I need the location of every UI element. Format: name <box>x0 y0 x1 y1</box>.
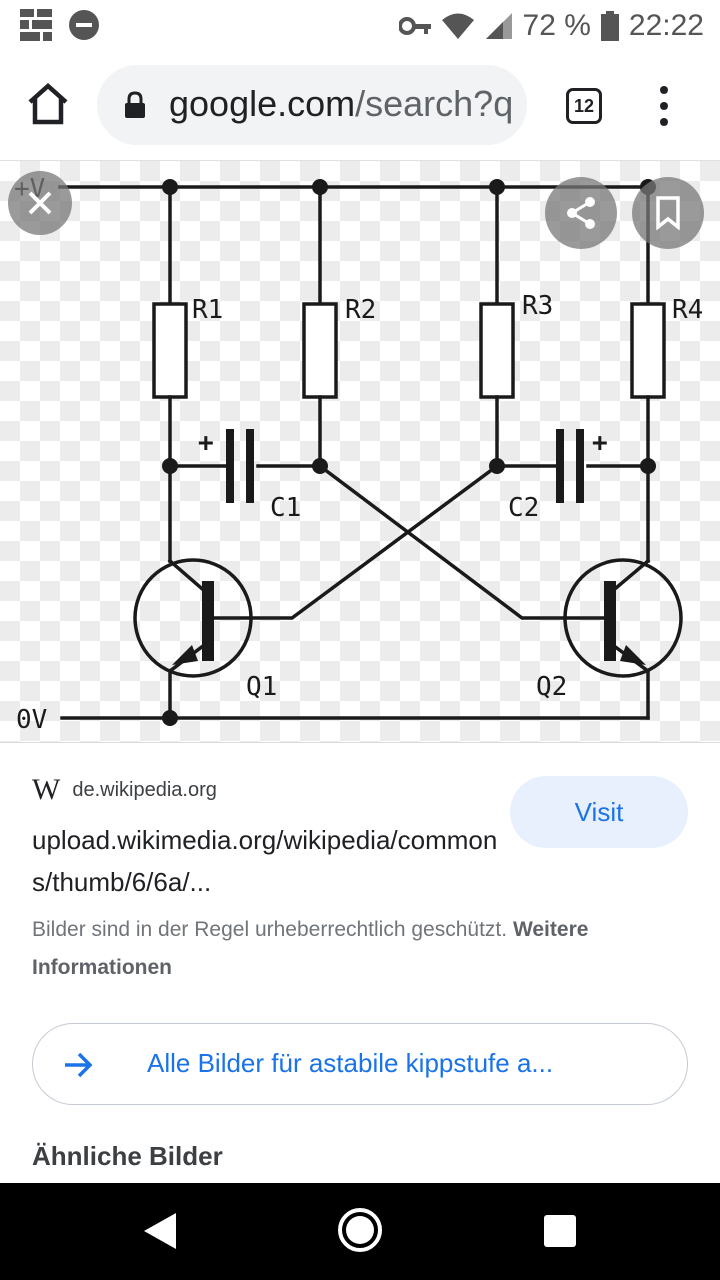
more-vert-icon[interactable] <box>648 84 680 128</box>
home-icon[interactable] <box>24 80 72 128</box>
navigation-bar <box>0 1183 720 1280</box>
save-button[interactable] <box>632 177 704 249</box>
label-c1-plus: + <box>198 428 214 458</box>
lock-icon <box>125 91 145 118</box>
label-c2-plus: + <box>592 428 608 458</box>
source-row: W de.wikipedia.org <box>32 773 217 807</box>
label-q2: Q2 <box>536 672 567 702</box>
label-ground: 0V <box>16 705 47 735</box>
browser-toolbar: google.com/search?q 12 <box>0 52 720 160</box>
wifi-icon <box>441 13 474 39</box>
label-r1: R1 <box>192 295 223 325</box>
recent-apps-icon[interactable] <box>544 1215 576 1247</box>
share-icon <box>567 197 595 229</box>
clock: 22:22 <box>628 9 704 42</box>
bookmark-icon <box>656 196 680 230</box>
close-button[interactable] <box>8 171 72 235</box>
source-domain[interactable]: de.wikipedia.org <box>72 778 217 801</box>
do-not-disturb-icon <box>69 10 99 40</box>
share-button[interactable] <box>545 177 617 249</box>
wikipedia-logo-icon: W <box>32 773 60 806</box>
url-domain: google.com <box>169 83 356 124</box>
gallery-icon <box>20 9 52 41</box>
key-icon <box>398 17 431 35</box>
close-icon <box>28 191 52 215</box>
url-bar[interactable]: google.com/search?q <box>97 65 527 145</box>
circuit-diagram: +V 0V R1 R2 R3 R4 C1 C2 Q1 Q2 + + <box>14 174 703 735</box>
image-info-panel: W de.wikipedia.org Visit upload.wikimedi… <box>0 743 720 1183</box>
arrow-right-icon <box>65 1052 93 1078</box>
copyright-text: Bilder sind in der Regel urheberrechtlic… <box>32 918 508 941</box>
visit-button[interactable]: Visit <box>510 776 688 848</box>
tab-switcher-button[interactable]: 12 <box>566 88 602 124</box>
label-c2: C2 <box>508 493 539 523</box>
all-images-button[interactable]: Alle Bilder für astabile kippstufe a... <box>32 1023 688 1105</box>
battery-icon <box>600 11 619 41</box>
label-r3: R3 <box>522 291 553 321</box>
url-path: /search?q <box>355 83 514 124</box>
status-bar: 72 % 22:22 <box>0 0 720 52</box>
label-q1: Q1 <box>246 672 277 702</box>
back-icon[interactable] <box>142 1211 178 1251</box>
home-circle-icon[interactable] <box>337 1207 383 1253</box>
label-c1: C1 <box>270 493 301 523</box>
copyright-notice: Bilder sind in der Regel urheberrechtlic… <box>32 911 682 987</box>
label-r2: R2 <box>345 295 376 325</box>
label-r4: R4 <box>672 295 703 325</box>
all-images-label: Alle Bilder für astabile kippstufe a... <box>147 1048 554 1078</box>
image-viewer[interactable]: +V 0V R1 R2 R3 R4 C1 C2 Q1 Q2 + + <box>0 160 720 743</box>
battery-percent: 72 % <box>522 9 591 42</box>
result-title[interactable]: upload.wikimedia.org/wikipedia/commons/t… <box>32 825 498 897</box>
more-info-link[interactable]: Weitere Informationen <box>32 918 589 979</box>
cellular-signal-icon <box>485 13 512 39</box>
url-text: google.com/search?q <box>169 83 513 125</box>
similar-images-heading: Ähnliche Bilder <box>32 1141 223 1171</box>
